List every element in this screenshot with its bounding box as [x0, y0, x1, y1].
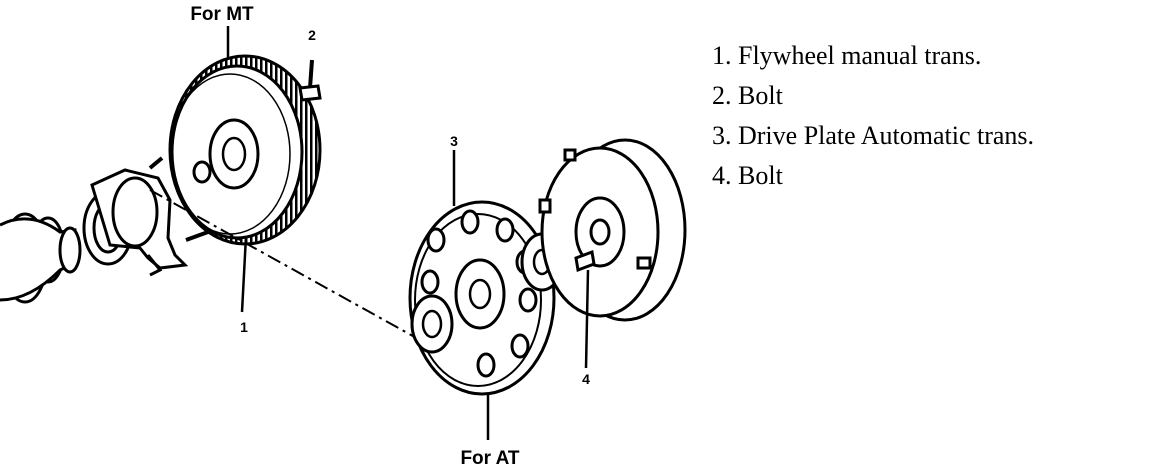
legend-item: 3. Drive Plate Automatic trans. — [712, 121, 1035, 150]
label-num-1: 1 — [240, 319, 248, 335]
label-num-4: 4 — [582, 371, 590, 387]
label-num-2: 2 — [308, 27, 316, 43]
legend-item: 1. Flywheel manual trans. — [712, 41, 982, 70]
legend-item: 4. Bolt — [712, 161, 783, 190]
flywheel-manual — [168, 54, 322, 246]
leader-lines — [226, 26, 490, 440]
drive-plate-automatic — [408, 200, 556, 396]
torque-converter — [538, 138, 687, 322]
retainer-bolt — [148, 156, 209, 242]
legend-item: 2. Bolt — [712, 81, 783, 110]
bolt-at — [574, 249, 596, 369]
label-for-at: For AT — [460, 448, 519, 468]
crankshaft — [0, 212, 82, 304]
label-num-3: 3 — [450, 133, 458, 149]
parts-legend: 1. Flywheel manual trans. 2. Bolt 3. Dri… — [712, 36, 1034, 196]
label-for-mt: For MT — [190, 4, 254, 25]
bolt-mt — [298, 59, 322, 102]
center-axis-line — [149, 189, 421, 341]
seal-retainer — [90, 168, 189, 277]
